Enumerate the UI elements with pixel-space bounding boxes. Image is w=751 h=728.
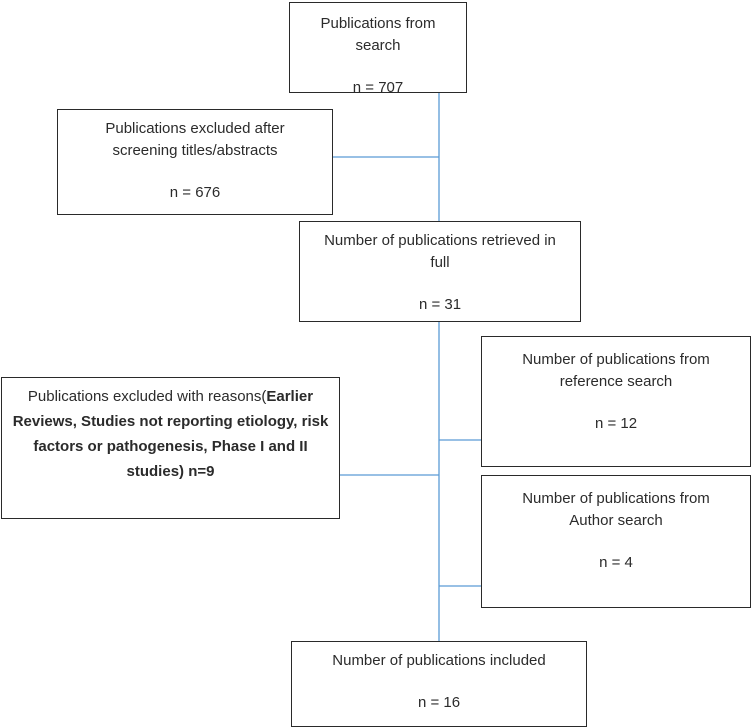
box-retrieved-full: Number of publications retrieved in full… [299, 221, 581, 322]
box-title: Publications from search [320, 15, 436, 54]
box-count: n = 707 [352, 79, 404, 96]
box-reference-search: Number of publications from reference se… [481, 336, 751, 467]
box-title: Number of publications included [332, 652, 546, 669]
box-title: Publications excluded after screening ti… [105, 120, 285, 159]
box-count: n = 676 [169, 184, 221, 201]
box-title: Number of publications from Author searc… [522, 490, 710, 529]
box-publications-from-search: Publications from search n = 707 [289, 2, 467, 96]
box-title: Publications excluded with reasons( [27, 388, 267, 405]
box-reasons: Earlier Reviews, Studies not reporting e… [12, 388, 329, 480]
box-excluded-reasons: Publications excluded with reasons(Earli… [1, 377, 340, 519]
box-count: n = 4 [599, 554, 633, 571]
box-title: Number of publications from reference se… [522, 351, 710, 390]
box-count: n = 12 [594, 415, 638, 432]
box-author-search: Number of publications from Author searc… [481, 475, 751, 608]
box-count: n = 31 [418, 296, 462, 313]
box-excluded-screening: Publications excluded after screening ti… [57, 109, 333, 215]
box-title: Number of publications retrieved in full [324, 232, 556, 271]
box-included: Number of publications included n = 16 [291, 641, 587, 727]
box-count: n = 16 [417, 694, 461, 711]
